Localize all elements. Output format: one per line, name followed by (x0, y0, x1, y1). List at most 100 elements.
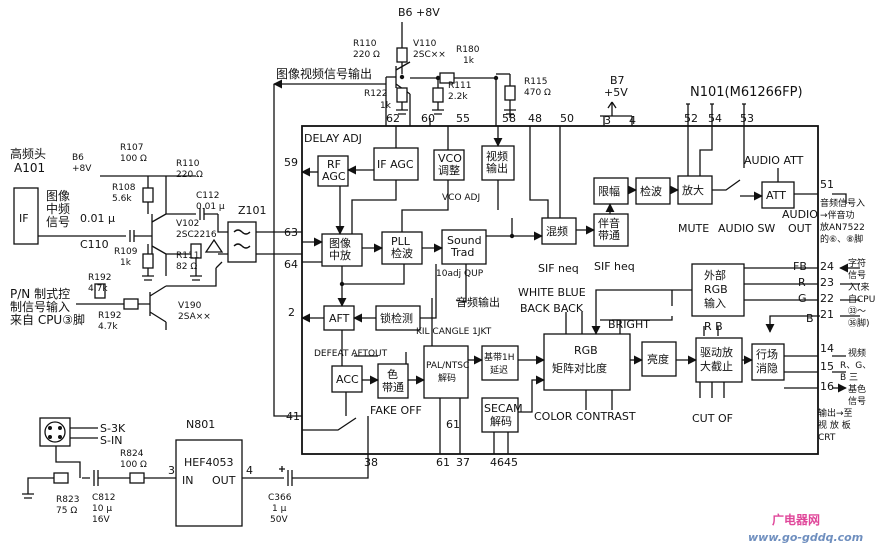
block-lock-det: 锁检测 (375, 305, 421, 331)
label-out: OUT (788, 222, 812, 235)
label-fake-off: FAKE OFF (370, 404, 422, 417)
hef-in-text: IN (182, 474, 193, 487)
label-pin4: 4 (246, 464, 253, 477)
label-killer: KIL CANGLE 1JKT (416, 327, 492, 337)
watermark-url: www.go-gddq.com (748, 531, 863, 544)
label-audio-out: 音频输出 (456, 295, 500, 309)
lock-det-text: 锁检测 (380, 311, 413, 325)
label-white-blue: WHITE BLUE (518, 286, 586, 299)
label-b6-top: B6 +8V (398, 6, 440, 19)
pin-61-internal: 61 (446, 418, 460, 431)
hv-blank-text: 行场消隐 (756, 347, 778, 375)
hef-out-text: OUT (212, 474, 236, 487)
block-acc: ACC (331, 365, 363, 393)
pin-55: 55 (456, 112, 470, 125)
label-n801: N801 (186, 418, 215, 431)
block-video-out: 视频输出 (481, 145, 515, 181)
pin-14: 14 (820, 342, 834, 355)
label-audio-att: AUDIO ATT (744, 154, 804, 167)
label-back-back: BACK BACK (520, 302, 584, 315)
label-pin3: 3 (168, 464, 175, 477)
block-drive-amp: 驱动放大截止 (695, 337, 743, 383)
block-if-agc: IF AGC (373, 147, 419, 181)
svideo-connector (39, 417, 98, 478)
tuner-if-label: IF (19, 212, 29, 225)
label-audio-sw: AUDIO SW (718, 222, 775, 235)
pin-46: 46 (490, 456, 504, 469)
block-detector: 检波 (635, 177, 671, 205)
detector-text: 检波 (640, 184, 662, 198)
pin-52: 52 (684, 112, 698, 125)
label-r-b-top: R B (704, 320, 723, 333)
label-vco-adj: VCO ADJ (442, 193, 480, 203)
label-s3k: S-3K (100, 422, 126, 435)
pin-50: 50 (560, 112, 574, 125)
pin-24: 24 (820, 260, 834, 273)
label-sif-neq: SIF neq (538, 262, 579, 275)
label-if-signal: 图像中频信号 (46, 189, 70, 229)
pin-61-bottom: 61 (436, 456, 450, 469)
pin-2: 2 (288, 306, 295, 319)
label-sin: S-IN (100, 434, 122, 447)
pin-45: 45 (504, 456, 518, 469)
brightness-text: 亮度 (647, 352, 669, 366)
bandpass-text: 伴音带通 (598, 216, 620, 242)
label-z101: Z101 (238, 204, 267, 217)
label-b7: B7+5V (604, 74, 628, 99)
label-mute: MUTE (678, 222, 709, 235)
z101-saw-filter (204, 214, 302, 263)
aft-text: AFT (329, 312, 350, 325)
block-brightness: 亮度 (641, 341, 677, 377)
if-agc-text: IF AGC (377, 158, 414, 171)
pin-3: 3 (604, 114, 611, 127)
label-c110: C110 (80, 238, 109, 251)
label-delay-adj: DELAY ADJ (304, 132, 362, 145)
block-bandpass: 伴音带通 (593, 213, 629, 247)
hef4053-text: HEF4053 (184, 456, 234, 469)
pin-48: 48 (528, 112, 542, 125)
amp-text: 放大 (682, 183, 704, 197)
block-hef4053: HEF4053 IN OUT (175, 439, 243, 527)
pin-53: 53 (740, 112, 754, 125)
top-video-buffer (273, 22, 516, 417)
pin-22: 22 (820, 292, 834, 305)
label-defeat: DEFEAT AFTOUT (314, 349, 388, 359)
label-b: B (806, 312, 814, 325)
att-text: ATT (766, 189, 786, 202)
block-hv-blank: 行场消隐 (751, 343, 785, 381)
label-audio: AUDIO (782, 208, 818, 221)
tuner-block: IF (13, 187, 39, 245)
mixer-text: 混频 (546, 224, 568, 238)
block-att: ATT (761, 181, 795, 209)
label-r: R (798, 276, 806, 289)
